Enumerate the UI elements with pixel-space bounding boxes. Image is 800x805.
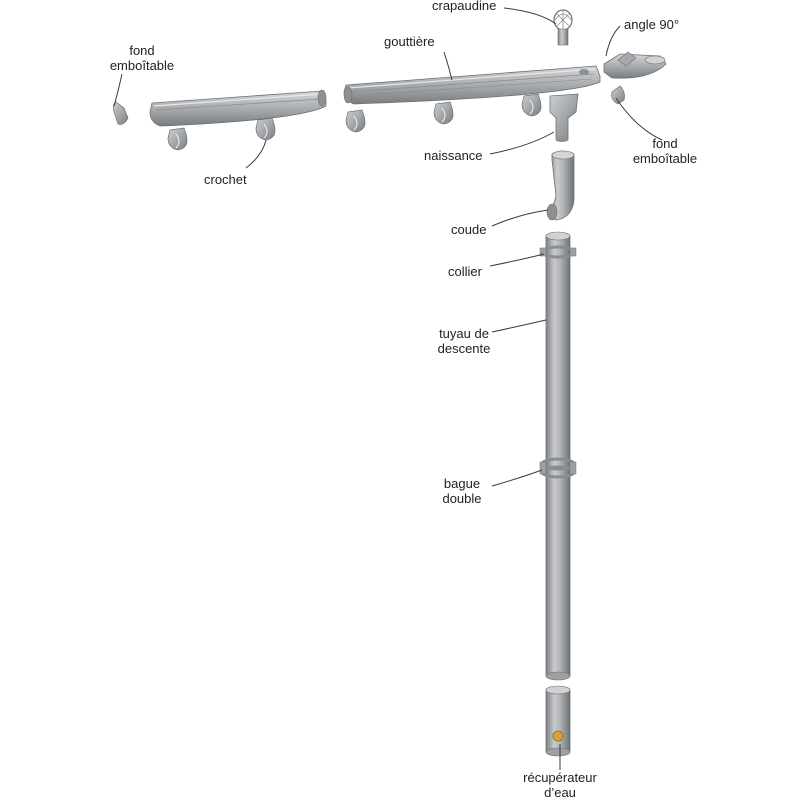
end-cap-right	[611, 85, 625, 105]
bague-double-part	[539, 457, 577, 479]
label-fond-left: fond emboîtable	[100, 43, 184, 73]
label-gouttiere: gouttière	[384, 34, 435, 49]
leader-crapaudine	[503, 7, 557, 25]
gutter-main	[343, 65, 601, 105]
leader-bague	[491, 469, 543, 487]
label-tuyau-line1: tuyau de	[439, 326, 489, 341]
label-coude: coude	[451, 222, 487, 237]
naissance-part	[549, 93, 579, 142]
leader-naissance	[489, 131, 555, 155]
leader-collier	[489, 253, 545, 267]
hook-2	[255, 117, 276, 141]
hook-4	[433, 101, 454, 125]
water-collector-part	[545, 685, 571, 757]
label-fond-right-line1: fond	[652, 136, 678, 151]
hook-1	[167, 127, 188, 151]
collier-part	[539, 245, 577, 259]
label-fond-right-line2: emboîtable	[632, 151, 698, 166]
leader-gouttiere	[443, 51, 453, 81]
leader-angle	[605, 25, 621, 57]
end-cap-left	[112, 101, 129, 125]
label-crochet: crochet	[204, 172, 247, 187]
downpipe	[545, 231, 571, 681]
label-fond-left-line2: emboîtable	[109, 58, 175, 73]
label-bague-line1: bague	[443, 476, 481, 491]
label-fond-left-line1: fond	[129, 43, 155, 58]
label-bague-line2: double	[442, 491, 482, 506]
label-collier: collier	[448, 264, 482, 279]
leader-coude	[491, 209, 549, 227]
label-crapaudine: crapaudine	[432, 0, 497, 13]
crapaudine-part	[553, 9, 573, 46]
hook-3	[345, 109, 366, 133]
leader-fond-left	[113, 73, 123, 107]
leader-crochet	[245, 139, 267, 169]
label-recuperateur: récupérateur d’eau	[512, 770, 608, 800]
hook-5	[521, 93, 542, 117]
label-fond-right: fond emboîtable	[620, 136, 710, 166]
label-angle-90: angle 90°	[624, 17, 680, 32]
gutter-left	[149, 89, 327, 127]
leader-fond-right	[615, 97, 663, 141]
leader-lines	[113, 7, 663, 770]
label-tuyau: tuyau de descente	[426, 326, 502, 356]
label-recuperateur-line1: récupérateur	[523, 770, 597, 785]
label-recuperateur-line2: d’eau	[544, 785, 576, 800]
label-bague: bague double	[432, 476, 492, 506]
label-tuyau-line2: descente	[437, 341, 491, 356]
coude-part	[546, 150, 575, 221]
valve-icon	[552, 730, 564, 742]
leader-tuyau	[491, 319, 547, 333]
label-naissance: naissance	[424, 148, 483, 163]
angle-90-part	[603, 51, 667, 79]
